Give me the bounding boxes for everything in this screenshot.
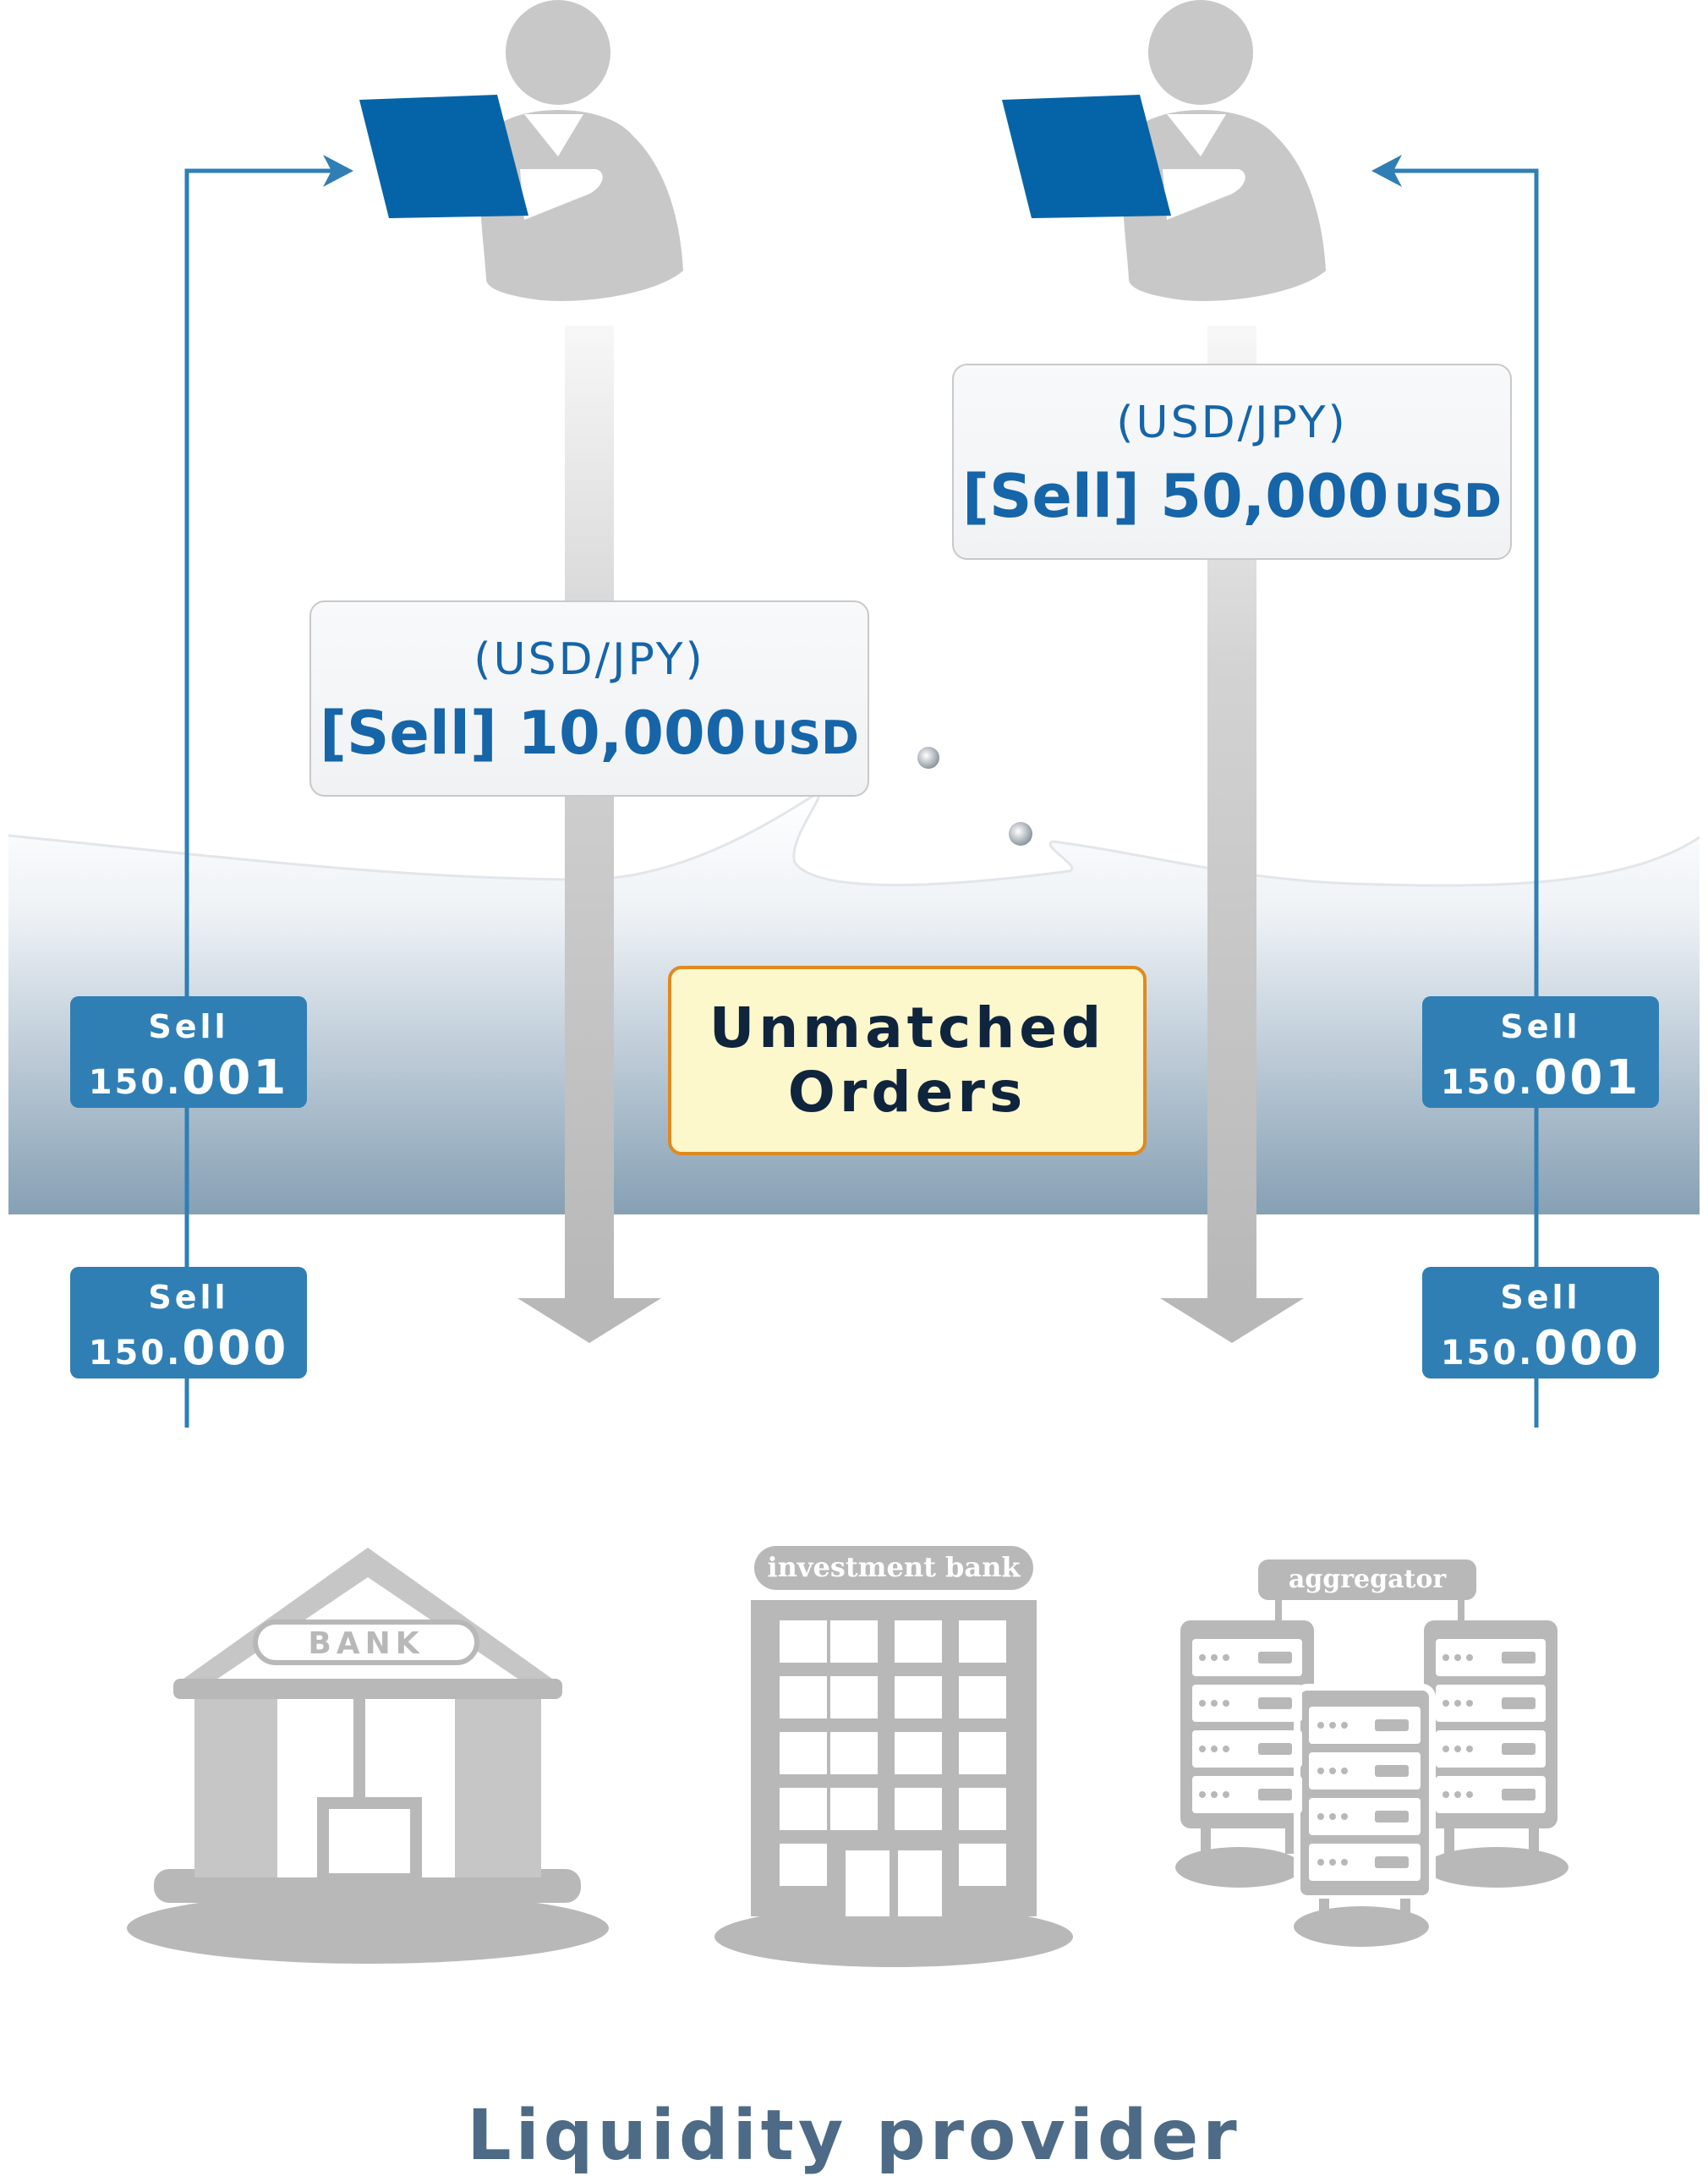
quote-price-fraction: 000 xyxy=(1534,1321,1641,1376)
quote-upper-left: Sell 150.001 xyxy=(70,996,307,1108)
quote-price-main: 150. xyxy=(88,1063,183,1102)
order-unit: USD xyxy=(751,711,859,765)
order-quantity: 10,000 xyxy=(517,699,747,768)
bank-icon xyxy=(127,1548,609,1964)
quote-price: 150.001 xyxy=(70,1050,307,1105)
bubble-icon xyxy=(1009,822,1032,846)
quote-upper-right: Sell 150.001 xyxy=(1422,996,1659,1108)
order-side: [Sell] xyxy=(962,462,1140,531)
arrow-head-icon xyxy=(323,155,353,187)
bank-sign-label: BANK xyxy=(308,1626,424,1661)
arrow-head-icon xyxy=(1371,155,1402,187)
quote-price: 150.000 xyxy=(70,1321,307,1376)
quote-price-main: 150. xyxy=(1440,1063,1535,1102)
quote-lower-left: Sell 150.000 xyxy=(70,1267,307,1378)
investment-bank-icon xyxy=(714,1546,1073,1967)
order-arrow-left xyxy=(517,326,661,1343)
aggregator-servers-icon xyxy=(1175,1559,1568,1947)
quote-price-fraction: 001 xyxy=(182,1050,289,1105)
investment-bank-label: investment bank xyxy=(767,1551,1021,1583)
quote-feed-line-right xyxy=(1388,168,1539,1428)
order-pair: (USD/JPY) xyxy=(474,634,705,685)
quote-price-fraction: 001 xyxy=(1534,1050,1641,1105)
unmatched-orders-box: Unmatched Orders xyxy=(668,966,1147,1155)
liquidity-provider-title: Liquidity provider xyxy=(467,2096,1241,2176)
trader-left-icon xyxy=(359,0,683,301)
quote-price: 150.000 xyxy=(1422,1321,1659,1376)
quote-price: 150.001 xyxy=(1422,1050,1659,1105)
bubble-icon xyxy=(917,747,939,769)
aggregator-label: aggregator xyxy=(1289,1565,1448,1594)
market-surface-edge xyxy=(8,792,1700,887)
order-pair: (USD/JPY) xyxy=(1116,397,1348,448)
quote-lower-right: Sell 150.000 xyxy=(1422,1267,1659,1378)
unmatched-line-2: Orders xyxy=(787,1060,1027,1125)
order-quantity: 50,000 xyxy=(1160,462,1389,531)
quote-price-fraction: 000 xyxy=(182,1321,289,1376)
quote-price-main: 150. xyxy=(1440,1334,1535,1373)
order-unit: USD xyxy=(1393,474,1502,528)
quote-side: Sell xyxy=(148,1008,229,1045)
quote-side: Sell xyxy=(1500,1279,1581,1316)
quote-price-main: 150. xyxy=(88,1334,183,1373)
quote-side: Sell xyxy=(148,1279,229,1316)
order-side: [Sell] xyxy=(320,699,497,768)
quote-feed-line-left xyxy=(184,168,338,1428)
quote-side: Sell xyxy=(1500,1008,1581,1045)
unmatched-line-1: Unmatched xyxy=(709,995,1106,1061)
trader-right-icon xyxy=(1002,0,1326,301)
